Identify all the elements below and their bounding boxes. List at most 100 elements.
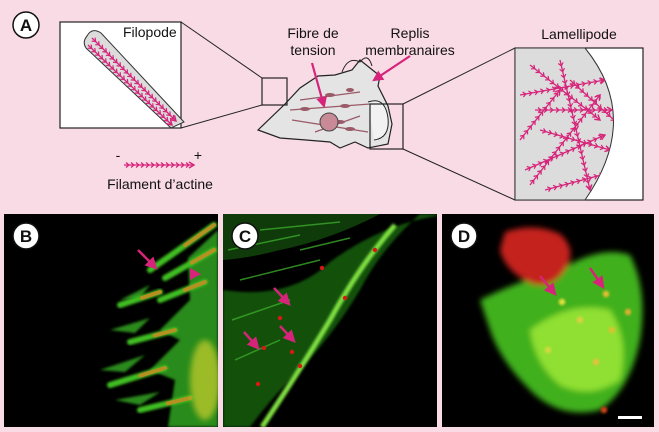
actin-barb <box>564 181 570 188</box>
filament-plus: + <box>194 147 202 163</box>
actin-barb <box>152 106 158 112</box>
panel-b-badge: B <box>12 222 40 250</box>
actin-barb <box>593 78 598 85</box>
panel-d-letter: D <box>458 227 470 246</box>
fiber-6 <box>299 237 351 251</box>
actin-barb <box>138 92 143 98</box>
red-dot-6 <box>342 295 348 301</box>
actin-barb <box>165 162 170 168</box>
actin-barb <box>113 68 118 74</box>
actin-barb <box>544 75 550 81</box>
actin-barb <box>141 86 147 92</box>
red-dot-1 <box>319 265 325 271</box>
actin-barb <box>159 104 164 109</box>
panel-a-letter: A <box>20 16 32 35</box>
actin-barb <box>533 174 539 180</box>
actin-barb <box>592 112 597 118</box>
actin-barb <box>581 81 586 87</box>
replis-label-1: Replis <box>391 25 430 41</box>
actin-barb <box>567 103 574 108</box>
actin-barb <box>557 62 564 67</box>
actin-barb <box>540 165 546 170</box>
filopodium-tip-1 <box>183 223 216 248</box>
actin-barb <box>160 162 165 168</box>
filopodium-tip-6 <box>165 396 192 406</box>
actin-barb <box>562 136 568 142</box>
actin-barb <box>565 149 570 155</box>
actin-barb <box>543 158 548 165</box>
actin-barb <box>547 186 552 192</box>
actin-barb <box>125 162 130 168</box>
actin-barb <box>131 85 136 91</box>
actin-barb <box>570 80 576 85</box>
actin-barb <box>570 114 576 120</box>
actin-barb <box>568 94 574 100</box>
actin-barb <box>577 101 583 107</box>
panel-a: A Filopode <box>12 11 644 201</box>
panel-b-filopodia <box>107 222 217 413</box>
actin-tip <box>594 93 601 101</box>
actin-barb <box>555 146 561 152</box>
actin-barb <box>526 165 532 172</box>
actin-barb <box>123 78 129 84</box>
actin-barb <box>548 155 553 161</box>
panel-c-letter: C <box>239 227 251 246</box>
actin-barb <box>534 115 540 121</box>
cell-schematic <box>256 55 411 150</box>
yellow-dot-1 <box>558 298 566 306</box>
actin-barb <box>566 132 572 137</box>
actin-barb <box>102 58 107 63</box>
fiber-4 <box>234 339 281 361</box>
actin-barb <box>549 79 555 85</box>
actin-barb <box>561 107 566 113</box>
actin-barb <box>116 62 122 67</box>
actin-barb <box>180 162 185 168</box>
yellow-dot-5 <box>544 346 552 354</box>
actin-barb <box>127 72 132 78</box>
actin-tip <box>170 115 177 122</box>
yellow-dot-6 <box>592 358 600 366</box>
actin-barb <box>587 175 593 182</box>
actin-barb <box>87 44 93 50</box>
actin-barb <box>570 136 576 143</box>
actin-barb <box>573 107 578 113</box>
actin-barb <box>148 93 154 99</box>
actin-barb <box>567 107 572 113</box>
actin-barb <box>105 51 111 57</box>
filopodium-tip-2 <box>189 248 216 265</box>
filopodium-tip-7 <box>182 280 207 293</box>
actin-barb <box>584 108 590 114</box>
actin-barb <box>563 85 570 91</box>
actin-barb <box>155 100 161 106</box>
actin-barb <box>537 170 542 175</box>
actin-barb <box>149 103 154 108</box>
actin-barb <box>162 107 168 113</box>
zoom-connectors <box>180 21 516 201</box>
actin-barb <box>565 97 572 102</box>
actin-barb <box>519 134 525 140</box>
actin-barb <box>581 141 587 148</box>
actin-barb <box>523 129 529 135</box>
actin-tip <box>606 106 614 114</box>
actin-barb <box>576 143 583 149</box>
actin-tip <box>188 161 196 169</box>
panel-c-badge: C <box>231 222 259 250</box>
actin-barb <box>530 64 536 70</box>
actin-barb <box>579 88 585 93</box>
actin-barb <box>94 51 100 56</box>
actin-barb <box>553 92 559 98</box>
actin-barb <box>116 72 122 77</box>
yellow-dot-4 <box>608 326 616 334</box>
red-dot-2 <box>261 345 267 351</box>
actin-barb <box>105 61 111 67</box>
actin-barb <box>185 162 190 168</box>
filament-label: Filament d’actine <box>107 176 213 192</box>
actin-barb <box>98 54 104 60</box>
actin-barb <box>606 112 611 117</box>
red-dot-3 <box>289 349 295 355</box>
actin-barb <box>551 86 557 93</box>
actin-barb <box>160 113 165 119</box>
actin-barb <box>587 80 592 86</box>
yellow-dot-3 <box>576 316 584 324</box>
actin-barb <box>573 98 578 103</box>
